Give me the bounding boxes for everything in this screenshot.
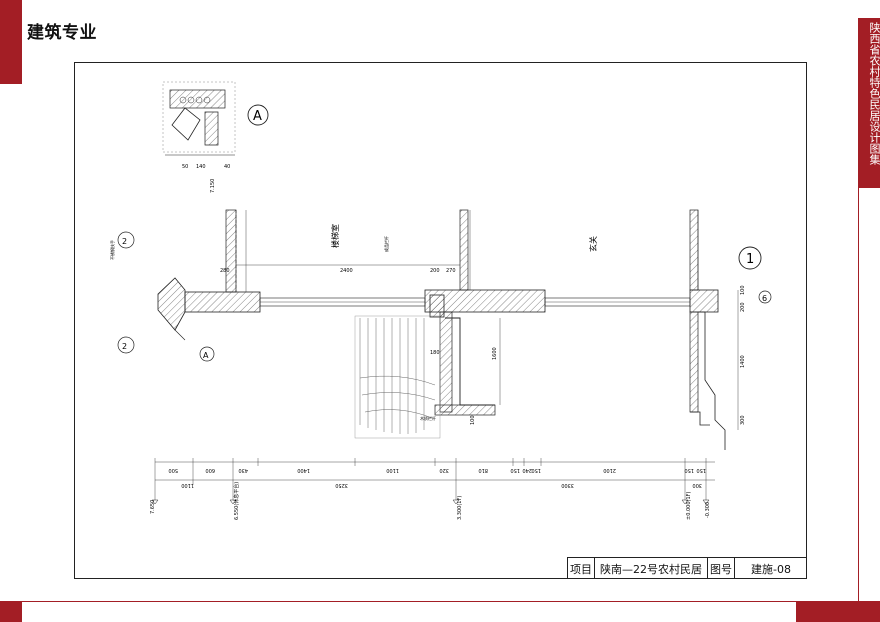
dim-3300: 3300	[561, 482, 574, 488]
detail-dim-3: 50	[182, 164, 188, 170]
level-6550: 6.550(休息平台)	[233, 482, 240, 520]
dim-430: 430	[238, 467, 248, 473]
plan-dim-200: 200	[430, 268, 440, 274]
page-title: 建筑专业	[27, 23, 97, 43]
note-railing: 成品栏杆	[383, 236, 389, 252]
room-foyer: 玄关	[588, 236, 598, 252]
detail-dim-2: 40	[224, 164, 230, 170]
index-mark-2	[117, 231, 135, 249]
vdim-1600: 1600	[492, 347, 498, 360]
vdim-1400: 1400	[740, 355, 746, 368]
dim-240: 240	[522, 467, 532, 473]
dim-1100b: 1100	[181, 482, 194, 488]
plan-walls	[157, 209, 726, 450]
level-3300: 3.300(1F)	[457, 496, 463, 520]
level-7650: 7.650	[150, 500, 156, 514]
bottom-right-accent	[796, 601, 880, 622]
dim-1400: 1400	[297, 467, 310, 473]
bottom-left-accent	[0, 601, 22, 622]
vdim-100: 100	[740, 285, 746, 295]
project-label: 项目	[568, 558, 595, 579]
plan-dims: 280 2400 200 270 180	[220, 264, 460, 356]
drawing-number-label: 图号	[708, 558, 735, 579]
level-marks: 7.650 6.550(休息平台) 3.300(1F) ±0.000(1F) -…	[150, 482, 711, 520]
plan-dim-280: 280	[220, 268, 230, 274]
axis-1-label: 1	[746, 252, 754, 267]
axis-1-circle	[738, 246, 762, 270]
level-minus-0300: -0.300	[705, 502, 711, 518]
dim-1100: 1100	[386, 467, 399, 473]
side-band: 陕西省农村特色民居设计图集	[858, 18, 880, 188]
dim-300b: 300	[692, 482, 702, 488]
bottom-dims: 500 600 430 1400 1100 320 810 150 240 15…	[154, 458, 715, 500]
detail-a: 140 40 50 A 7.150	[162, 81, 269, 193]
dim-500: 500	[168, 467, 178, 473]
section-mark-a	[199, 346, 215, 362]
side-rule	[858, 188, 859, 602]
dim-150d: 150	[696, 467, 706, 473]
index-mark-2-label: 2	[122, 237, 127, 246]
dim-2100: 2100	[603, 467, 616, 473]
detail-dim-1: 140	[196, 164, 206, 170]
level-7150: 7.150	[210, 179, 216, 193]
dim-150b: 150	[531, 467, 541, 473]
index-mark-1-label: 2	[122, 342, 127, 351]
dim-600: 600	[205, 467, 215, 473]
plan-dim-2400: 2400	[340, 268, 353, 274]
axis-6-label: 6	[762, 294, 767, 303]
dim-150a: 150	[510, 467, 520, 473]
bottom-rule	[22, 601, 796, 602]
vdim-200: 200	[740, 302, 746, 312]
plan-dim-180: 180	[430, 350, 440, 356]
drawing-number: 建施-08	[751, 562, 791, 576]
dim-320: 320	[439, 467, 449, 473]
dim-150c: 150	[684, 467, 694, 473]
axis-6-circle	[758, 290, 772, 304]
note-handrail: 不锈钢扶手	[109, 240, 115, 260]
room-stair: 楼梯室	[330, 224, 340, 248]
plan-dim-270: 270	[446, 268, 456, 274]
vdim-100b: 100	[470, 415, 476, 425]
level-0000: ±0.000(1F)	[686, 491, 692, 520]
header-accent-bar	[0, 0, 22, 84]
detail-marker-label: A	[253, 109, 262, 124]
section-mark-a-label: A	[203, 351, 209, 360]
detail-marker-circle	[247, 104, 269, 126]
title-block: 项目 陕南—22号农村民居 图号 建施-08	[567, 557, 807, 579]
project-name: 陕南—22号农村民居	[595, 558, 708, 579]
vdim-300: 300	[740, 415, 746, 425]
stair-treads	[354, 315, 441, 439]
note-wood-railing: 木质栏杆	[420, 415, 436, 421]
index-mark-1	[117, 336, 135, 354]
dim-810: 810	[478, 467, 488, 473]
dim-3250: 3250	[335, 482, 348, 488]
side-band-text: 陕西省农村特色民居设计图集	[868, 22, 880, 165]
vertical-dims: 100 200 1400 300 1600 100	[470, 285, 746, 430]
